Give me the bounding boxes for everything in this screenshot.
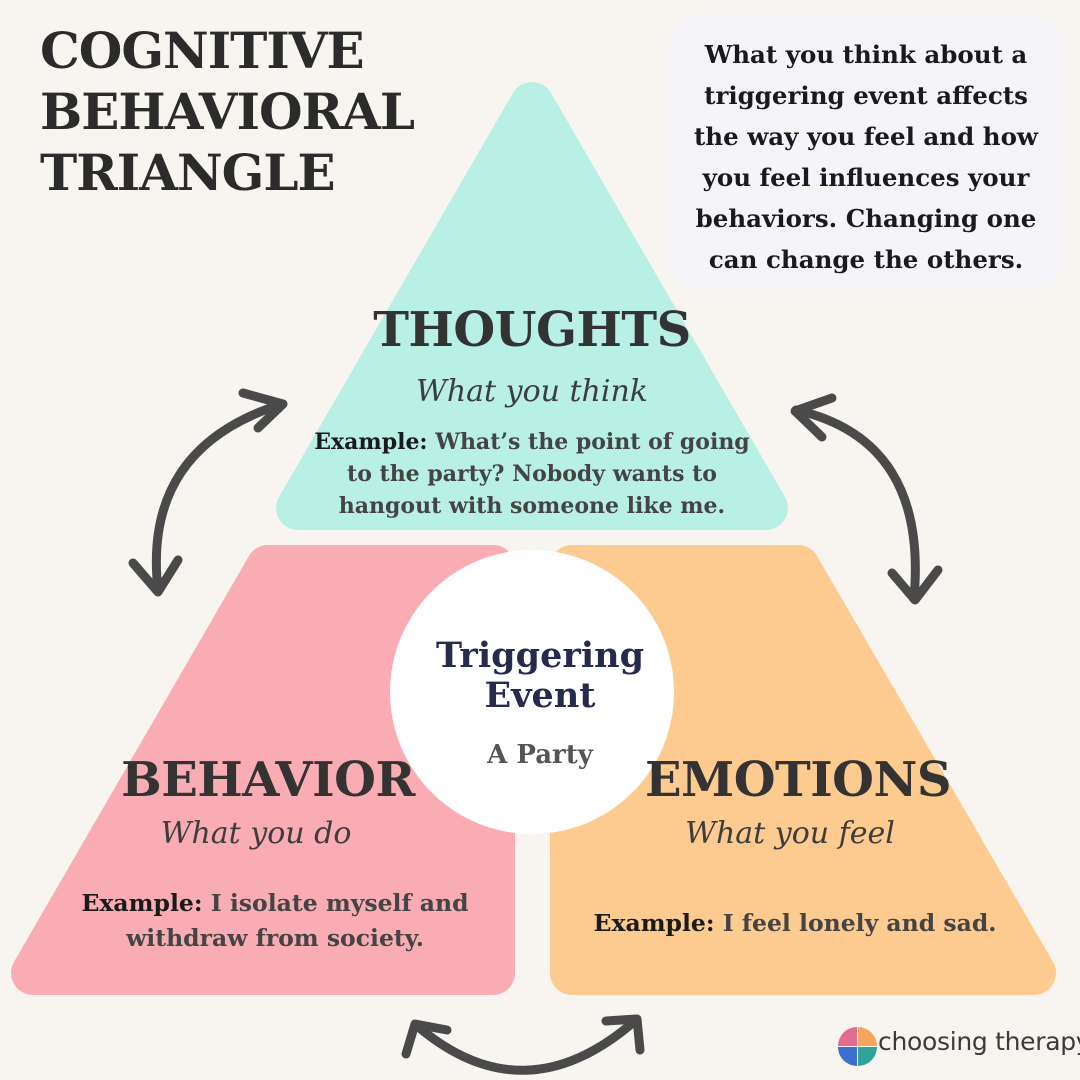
thoughts-example-text: What’s the point of going (435, 429, 750, 455)
title-line: BEHAVIORAL (40, 82, 415, 141)
behavior-example-label: Example: (81, 889, 203, 917)
brand-name: choosing therapy (878, 1027, 1080, 1056)
arrow-behavior-emotions (401, 1014, 645, 1075)
emotions-example-text: I feel lonely and sad. (722, 909, 997, 937)
emotions-example-label: Example: (593, 909, 715, 937)
emotions-title: EMOTIONS (644, 752, 952, 808)
triggering-event-subtitle: A Party (487, 740, 593, 770)
emotions-example: Example: I feel lonely and sad. (570, 906, 1020, 941)
triggering-event-title-line: Event (484, 675, 596, 716)
thoughts-triangle (276, 82, 788, 530)
triggering-event-title-line: Triggering (435, 635, 645, 676)
info-line: the way you feel and how (693, 122, 1039, 151)
info-line: behaviors. Changing one (695, 204, 1037, 233)
arrow-thoughts-emotions (790, 393, 943, 605)
behavior-title: BEHAVIOR (121, 752, 415, 808)
thoughts-title: THOUGHTS (373, 302, 691, 358)
info-line: triggering event affects (704, 81, 1028, 110)
emotions-subtitle: What you feel (685, 816, 895, 851)
thoughts-example-line: hangout with someone like me. (338, 493, 726, 519)
thoughts-example-label: Example: (314, 429, 428, 455)
behavior-triangle (11, 545, 515, 995)
triggering-event-circle (390, 550, 674, 834)
info-line: you feel influences your (702, 163, 1030, 192)
arrow-behavior-thoughts (128, 388, 288, 597)
thoughts-example-line: to the party? Nobody wants to (347, 461, 717, 487)
page-title: COGNITIVE BEHAVIORAL TRIANGLE (40, 20, 460, 203)
info-line: can change the others. (708, 245, 1024, 274)
emotions-triangle (550, 545, 1056, 995)
behavior-subtitle: What you do (160, 816, 352, 851)
info-line: What you think about a (704, 40, 1028, 69)
emotions-example-line: Example: I feel lonely and sad. (570, 906, 1020, 941)
title-line: COGNITIVE (40, 21, 365, 80)
info-box: What you think about a triggering event … (668, 14, 1064, 290)
thoughts-subtitle: What you think (416, 374, 648, 409)
behavior-example-text: I isolate myself and (210, 889, 469, 917)
title-line: TRIANGLE (40, 143, 336, 202)
thoughts-example: Example: What’s the point of going to th… (300, 426, 764, 522)
behavior-example-line: Example: I isolate myself and (50, 886, 500, 921)
behavior-example-line: withdraw from society. (126, 924, 424, 952)
triggering-event-title: Triggering Event (420, 636, 660, 716)
behavior-example: Example: I isolate myself and withdraw f… (50, 886, 500, 956)
thoughts-example-line: Example: What’s the point of going (300, 426, 764, 458)
choosing-therapy-logo (838, 1027, 877, 1066)
